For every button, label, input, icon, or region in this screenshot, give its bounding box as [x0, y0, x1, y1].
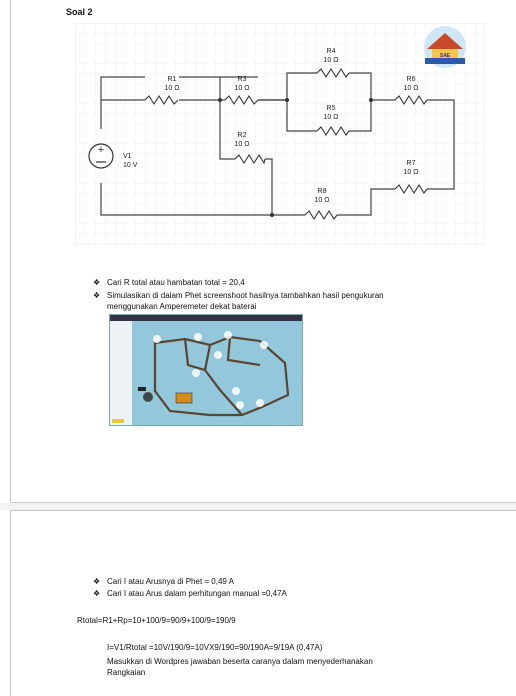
- r7-name: R7: [407, 160, 416, 167]
- resistor-r2-symbol: [234, 153, 266, 165]
- r8-name: R8: [318, 188, 327, 195]
- resistor-r4-symbol: [316, 67, 350, 79]
- r8-value: 10 Ω: [315, 197, 330, 204]
- r2-value: 10 Ω: [235, 141, 250, 148]
- r4-value: 10 Ω: [324, 57, 339, 64]
- r4-name: R4: [327, 48, 336, 55]
- v1-value: 10 V: [123, 162, 138, 169]
- bullet-diamond-icon: ❖: [93, 589, 101, 598]
- bullet-diamond-icon: ❖: [93, 278, 101, 287]
- v1-name: V1: [123, 153, 132, 160]
- resistor-r7-symbol: [394, 183, 428, 195]
- resistor-r3-symbol: [224, 94, 259, 106]
- wire: [219, 77, 235, 160]
- r1-value: 10 Ω: [165, 85, 180, 92]
- note-line-2: Rangkaian: [107, 668, 146, 677]
- battery-v1-symbol: +: [88, 143, 114, 169]
- rtotal-calculation: Rtotal=R1+Rp=10+100/9=90/9+100/9=190/9: [77, 616, 236, 625]
- r5-name: R5: [327, 105, 336, 112]
- circuit-diagram: + SAE V1 10 V R1 10 Ω R3 10 Ω R2 10 Ω R4…: [75, 23, 485, 245]
- phet-simulation-screenshot: [109, 314, 303, 426]
- bullet-diamond-icon: ❖: [93, 291, 101, 300]
- resistor-r5-symbol: [316, 125, 350, 137]
- resistor-r6-symbol: [394, 94, 428, 106]
- r7-value: 10 Ω: [404, 169, 419, 176]
- r6-name: R6: [407, 76, 416, 83]
- resistor-r8-symbol: [304, 209, 338, 221]
- simulation-caption: [206, 414, 207, 418]
- r3-value: 10 Ω: [235, 85, 250, 92]
- document-page-2: [10, 510, 516, 696]
- bullet-diamond-icon: ❖: [93, 577, 101, 586]
- note-line-1: Masukkan di Wordpres jawaban beserta car…: [107, 657, 373, 666]
- svg-text:+: +: [98, 144, 104, 156]
- r2-name: R2: [238, 132, 247, 139]
- svg-text:SAE: SAE: [440, 53, 451, 59]
- r3-name: R3: [238, 76, 247, 83]
- page-gap: [0, 503, 516, 510]
- r5-value: 10 Ω: [324, 114, 339, 121]
- current-calculation: I=V1/Rtotal =10V/190/9=10VX9/190=90/190A…: [107, 643, 323, 652]
- section-heading: Soal 2: [66, 7, 93, 17]
- bullet-simulation-continuation: menggunakan Amperemeter dekat baterai: [107, 302, 257, 311]
- resistor-r1-symbol: [144, 94, 179, 106]
- r1-name: R1: [168, 76, 177, 83]
- r6-value: 10 Ω: [404, 85, 419, 92]
- sae-logo: SAE: [424, 26, 466, 68]
